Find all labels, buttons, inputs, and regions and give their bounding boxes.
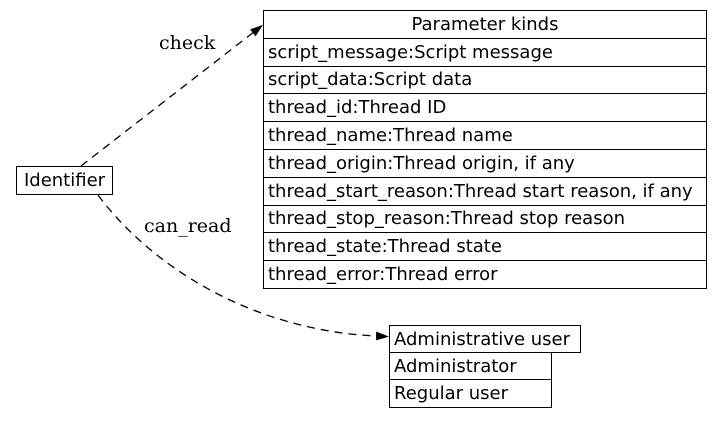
identifier-node-label: Identifier [23, 170, 106, 191]
user-kind-administrative-user: Administrative user [389, 325, 581, 353]
user-kind-administrator: Administrator [389, 352, 552, 380]
table-row: thread_name:Thread name [264, 121, 706, 149]
table-row: thread_id:Thread ID [264, 93, 706, 121]
table-row: thread_origin:Thread origin, if any [264, 148, 706, 177]
user-kind-regular-user: Regular user [389, 379, 552, 408]
can-read-edge-label: can_read [144, 215, 232, 237]
parameter-kinds-title: Parameter kinds [411, 13, 559, 35]
table-row: thread_stop_reason:Thread stop reason [264, 204, 706, 233]
check-edge-label: check [159, 32, 216, 54]
table-row: thread_start_reason:Thread start reason,… [264, 176, 706, 205]
parameter-kinds-table: Parameter kinds script_message:Script me… [263, 10, 707, 289]
identifier-node: Identifier [16, 166, 113, 195]
table-row: thread_error:Thread error [264, 260, 706, 288]
table-row: script_message:Script message [264, 37, 706, 66]
table-row: thread_state:Thread state [264, 232, 706, 260]
table-row: script_data:Script data [264, 65, 706, 94]
can-read-edge [97, 194, 389, 341]
